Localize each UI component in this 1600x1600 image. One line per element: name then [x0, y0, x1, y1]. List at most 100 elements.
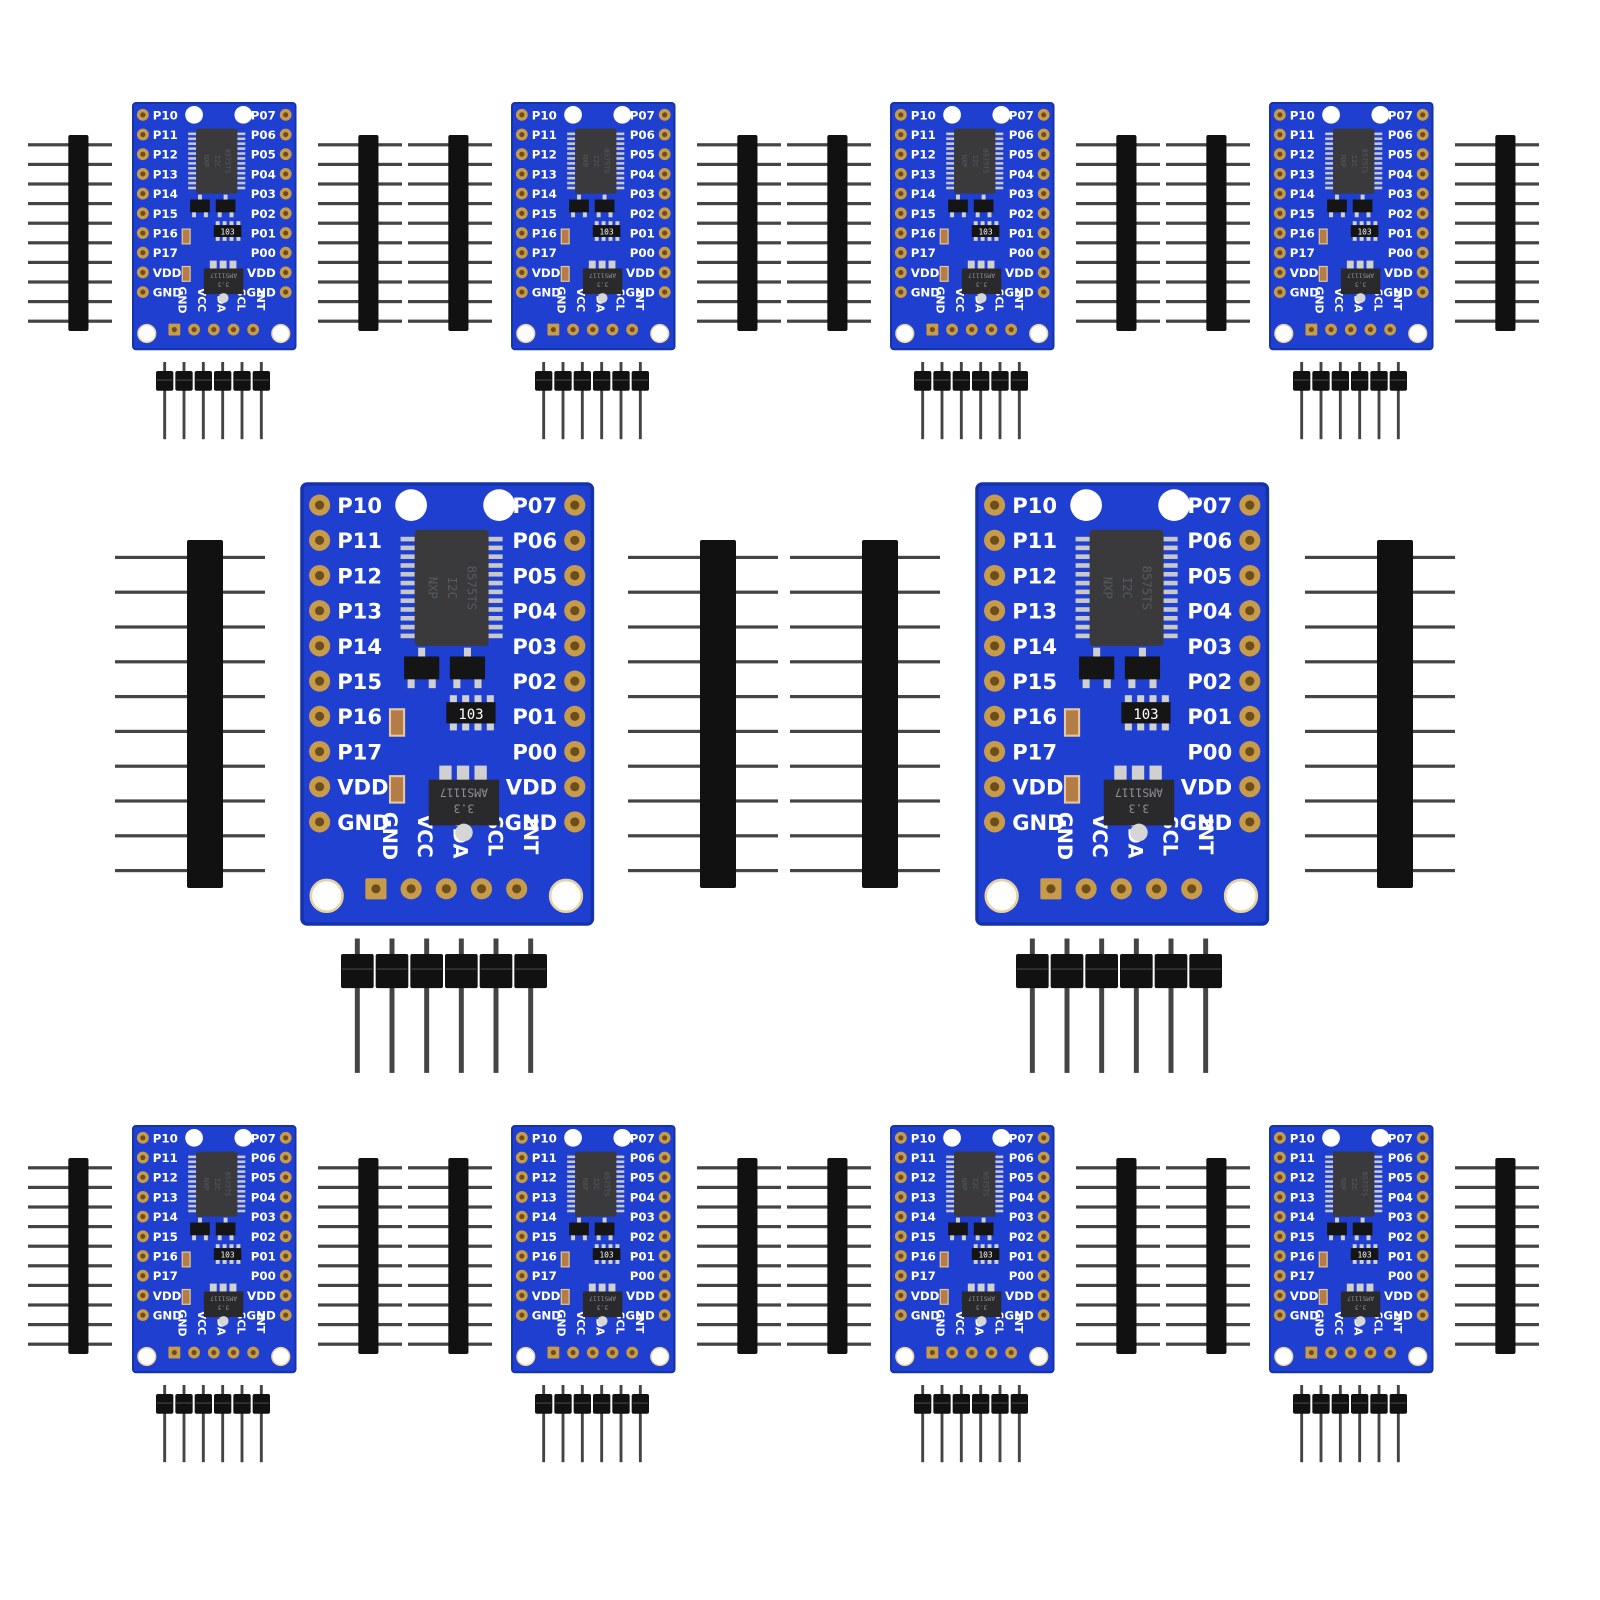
- pin-label-right: VDD: [1384, 1289, 1413, 1303]
- header-pin: [240, 1385, 244, 1396]
- pin-label-left: P17: [153, 1269, 178, 1283]
- capacitor: [939, 1288, 949, 1305]
- header-pin: [201, 1385, 205, 1396]
- pin-label-left: P10: [911, 108, 936, 122]
- pin-label-left: P12: [911, 148, 936, 162]
- pin-label-bottom: SCL: [992, 1312, 1005, 1335]
- svg-text:3.3: 3.3: [1355, 1303, 1367, 1311]
- header-pin: [561, 1411, 565, 1463]
- header-pin: [221, 388, 225, 440]
- mount-hole: [548, 878, 584, 913]
- svg-text:8575TS: 8575TS: [603, 149, 611, 174]
- header-pin: [182, 1385, 186, 1396]
- mount-hole: [1158, 489, 1190, 521]
- pin-label-right: P05: [251, 1171, 276, 1185]
- capacitor: [1318, 1251, 1328, 1268]
- header-body: [1206, 135, 1227, 331]
- header-pin: [542, 388, 546, 440]
- svg-text:103: 103: [220, 227, 234, 236]
- pin-label-left: VDD: [337, 775, 388, 800]
- pin-label-left: P13: [532, 1190, 557, 1204]
- pin-label-left: P12: [911, 1171, 936, 1185]
- pin-header-right-angle: [1016, 938, 1222, 1073]
- pin-label-bottom: INT: [1391, 290, 1404, 311]
- pin-label-right: P01: [1388, 1249, 1413, 1263]
- pin-label-right: VDD: [247, 1289, 276, 1303]
- header-body: [1377, 540, 1413, 888]
- transistor: [948, 1222, 968, 1236]
- header-pin: [1168, 986, 1174, 1073]
- pin-label-left: P14: [153, 1210, 178, 1224]
- pin-label-right: VDD: [1005, 266, 1034, 280]
- pin-label-left: P13: [1290, 1190, 1315, 1204]
- pin-label-bottom: SCL: [1371, 289, 1384, 312]
- svg-text:103: 103: [458, 707, 483, 723]
- capacitor: [1318, 1288, 1328, 1305]
- transistor: [594, 199, 615, 213]
- pin-label-bottom: INT: [254, 290, 267, 311]
- resistor-array: 103: [1350, 1244, 1379, 1264]
- capacitor: [560, 265, 570, 282]
- svg-text:103: 103: [1357, 227, 1371, 236]
- pin-label-left: P11: [1290, 1151, 1315, 1165]
- pin-label-bottom: INT: [1391, 1313, 1404, 1334]
- pin-label-bottom: SCL: [484, 816, 507, 857]
- svg-text:NXP: NXP: [960, 1178, 968, 1190]
- pin-label-left: P13: [1290, 167, 1315, 181]
- pin-label-bottom: SCL: [1159, 816, 1182, 857]
- header-pin: [542, 1385, 546, 1396]
- pin-label-right: P07: [1388, 1131, 1413, 1145]
- resistor-array: 103: [213, 1244, 242, 1264]
- mount-hole: [309, 878, 344, 913]
- transistor: [190, 199, 210, 213]
- mount-hole: [271, 323, 291, 344]
- header-pin: [1358, 388, 1362, 440]
- header-pin: [1396, 1411, 1400, 1463]
- pin-label-left: VDD: [1290, 1289, 1319, 1303]
- resistor-array: 103: [592, 1244, 621, 1264]
- header-pin: [1133, 986, 1139, 1073]
- svg-text:AMS1117: AMS1117: [210, 1294, 237, 1302]
- header-pin: [940, 388, 944, 440]
- capacitor: [181, 1251, 191, 1268]
- header-body: [1206, 1158, 1227, 1354]
- header-pin: [1017, 362, 1021, 373]
- header-pin: [493, 938, 499, 958]
- header-pin: [542, 1411, 546, 1463]
- pin-label-left: P17: [1290, 246, 1315, 260]
- pin-label-right: P03: [251, 187, 276, 201]
- pin-label-right: P05: [512, 563, 557, 588]
- header-pin: [1099, 986, 1105, 1073]
- pin-label-right: P02: [1388, 207, 1413, 221]
- pin-label-left: VDD: [911, 1289, 940, 1303]
- mount-hole: [992, 1128, 1011, 1147]
- pcf8575-board: P10P11P12P13P14P15P16P17VDDGNDP07P06P05P…: [975, 482, 1270, 926]
- header-pin: [1300, 1411, 1304, 1463]
- pin-label-right: P02: [1187, 669, 1232, 694]
- pin-label-left: P14: [532, 1210, 557, 1224]
- header-pin: [979, 388, 983, 440]
- pin-label-right: P07: [1009, 1131, 1034, 1145]
- pin-label-right: P04: [1388, 1190, 1413, 1204]
- pin-label-right: VDD: [1005, 1289, 1034, 1303]
- header-pin: [458, 938, 464, 958]
- svg-text:I2C: I2C: [213, 155, 221, 167]
- pin-header-right-angle: [914, 362, 1028, 440]
- pin-label-left: VDD: [153, 1289, 182, 1303]
- mount-hole: [1223, 878, 1259, 913]
- pin-label-left: VDD: [1290, 266, 1319, 280]
- header-pin: [580, 1411, 584, 1463]
- mount-hole: [271, 1346, 291, 1367]
- capacitor: [388, 775, 406, 804]
- pin-header-straight: [1305, 540, 1455, 888]
- pin-label-right: P01: [1009, 226, 1034, 240]
- header-pin: [1358, 1385, 1362, 1396]
- transistor: [973, 1222, 994, 1236]
- pin-label-right: P06: [251, 1151, 276, 1165]
- pin-label-right: P01: [251, 1249, 276, 1263]
- pin-label-left: VDD: [153, 266, 182, 280]
